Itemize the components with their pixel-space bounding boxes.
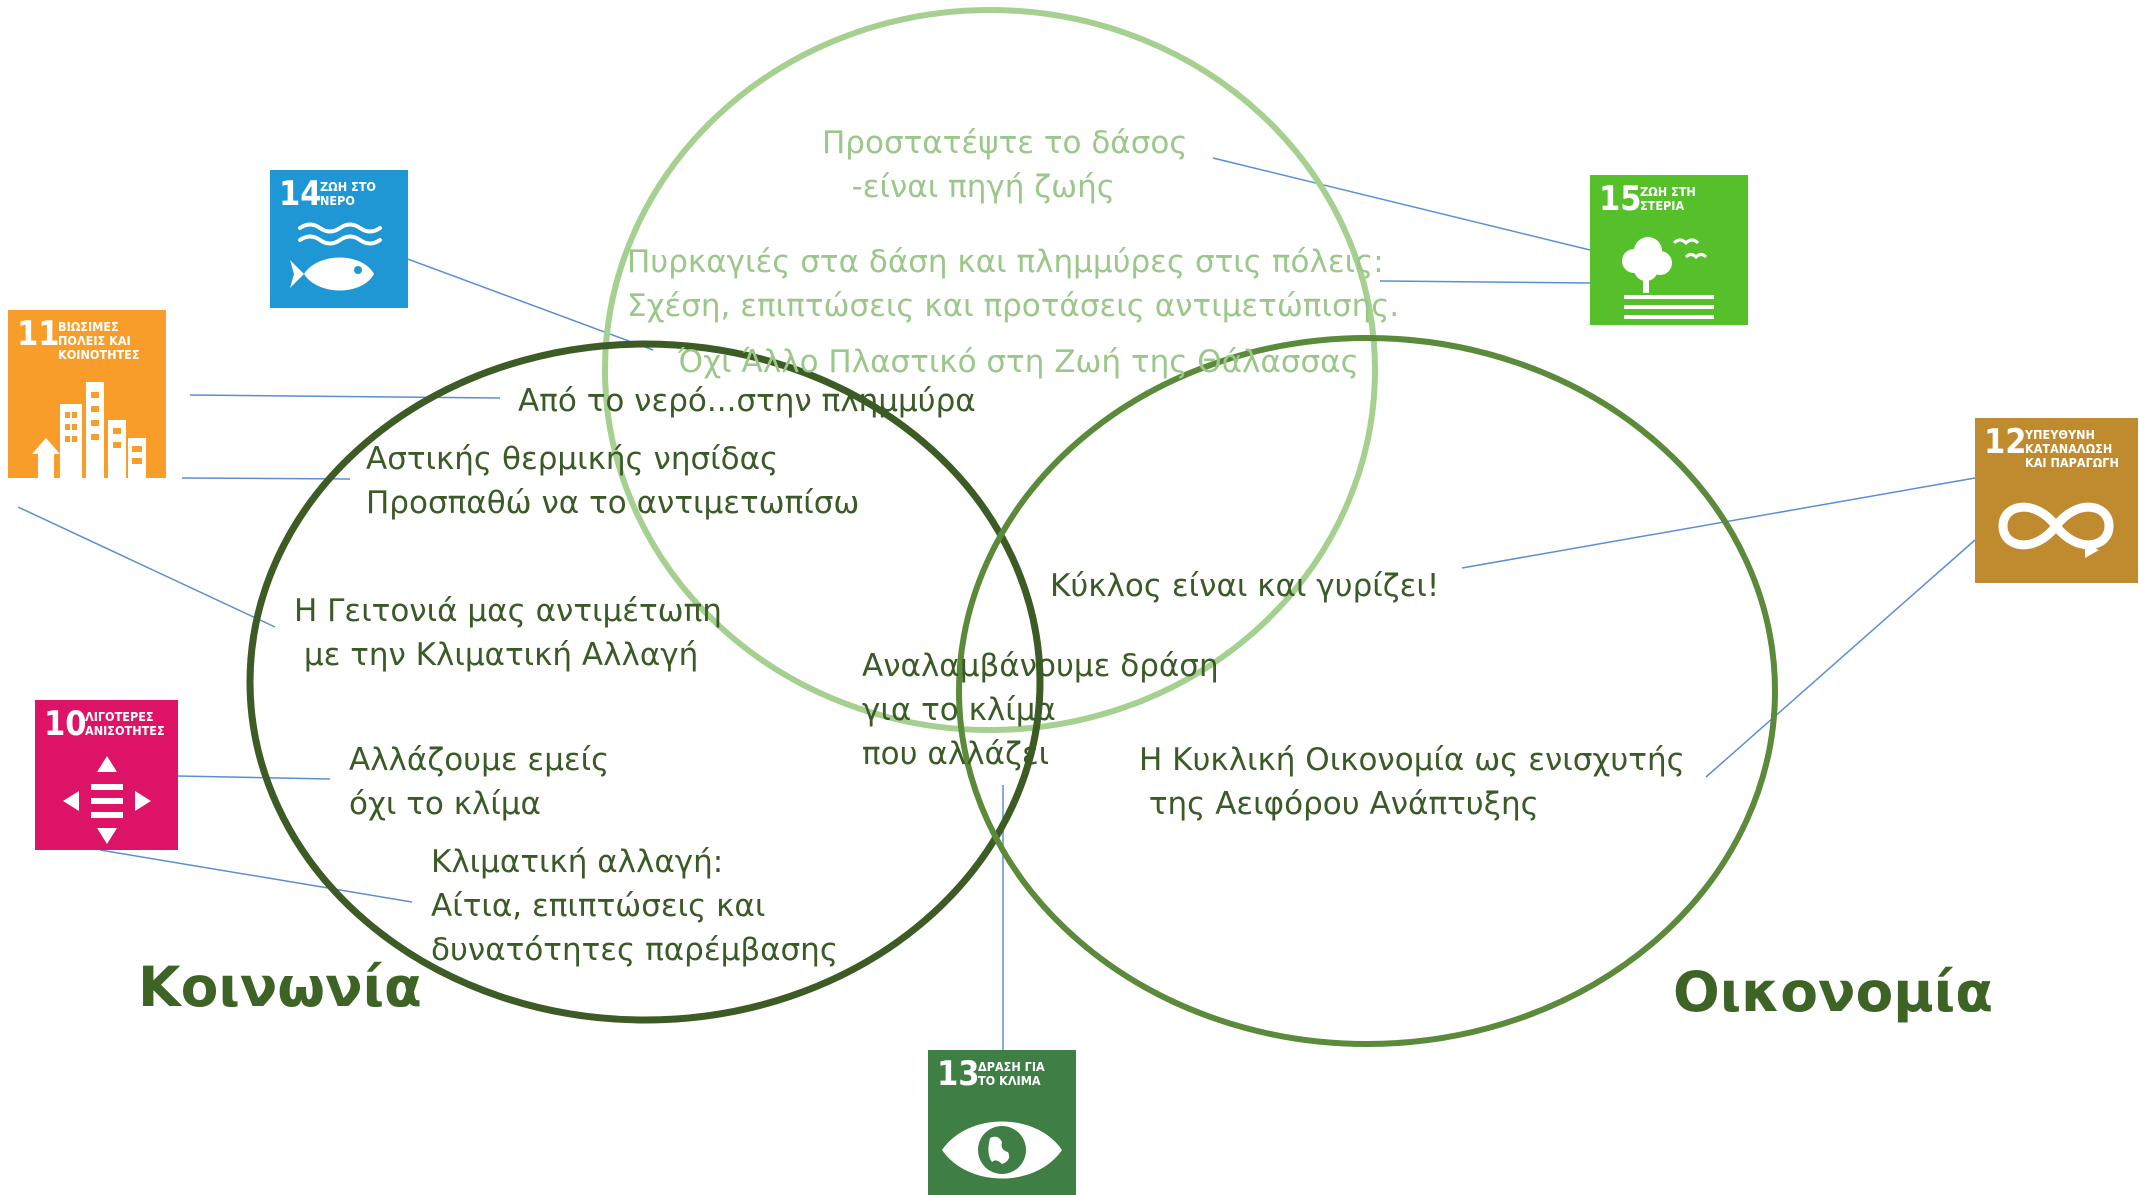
environment-circle [602, 7, 1378, 733]
connector-sdg15-fires [1379, 280, 1591, 284]
sdg14-number: 14 [279, 174, 322, 214]
society-circle [246, 340, 1044, 1024]
connector-left-neighborhood [17, 506, 276, 628]
society-label: Κοινωνία [138, 955, 422, 1019]
sdg11-number: 11 [17, 314, 60, 354]
connector-sdg11-water [189, 394, 501, 399]
sdg11-title: ΒΙΩΣΙΜΕΣ ΠΟΛΕΙΣ ΚΑΙ ΚΟΙΝΟΤΗΤΕΣ [58, 319, 140, 362]
fish-waves-icon [290, 222, 382, 291]
sdg13-number: 13 [937, 1054, 980, 1094]
sdg14-tile: 14 ΖΩΗ ΣΤΟ ΝΕΡΟ [270, 170, 408, 308]
economy-label: Οικονομία [1673, 960, 1993, 1024]
sdg10-tile: 10 ΛΙΓΟΤΕΡΕΣ ΑΝΙΣΟΤΗΤΕΣ [35, 700, 178, 850]
sdg10-title: ΛΙΓΟΤΕΡΕΣ ΑΝΙΣΟΤΗΤΕΣ [85, 709, 165, 738]
project-we-change: Αλλάζουμε εμείς όχι το κλίμα [349, 742, 610, 822]
project-heat-island: Αστικής θερμικής νησίδας Προσπαθώ να το … [366, 441, 860, 521]
project-plastic: Όχι Άλλο Πλαστικό στη Ζωή της Θάλασσας [678, 344, 1359, 380]
project-action: Αναλαμβάνουμε δράση για το κλίμα που αλλ… [862, 648, 1219, 772]
economy-circle [956, 335, 1778, 1047]
sdg14-title: ΖΩΗ ΣΤΟ ΝΕΡΟ [320, 179, 376, 208]
sdg13-tile: 13 ΔΡΑΣΗ ΓΙΑ ΤΟ ΚΛΙΜΑ [928, 1050, 1076, 1195]
connector-sdg12-cycle [1461, 477, 1976, 569]
sdg12-number: 12 [1984, 422, 2027, 462]
connector-sdg12-circular [1705, 539, 1976, 778]
sdg15-title: ΖΩΗ ΣΤΗ ΣΤΕΡΙΑ [1640, 184, 1696, 213]
project-circular: Η Κυκλική Οικονομία ως ενισχυτής της Αει… [1139, 742, 1685, 822]
tree-birds-icon [1622, 237, 1714, 319]
city-buildings-icon [32, 382, 146, 478]
equality-arrows-icon [63, 756, 151, 844]
connector-sdg10-climate [99, 849, 413, 903]
sdg10-number: 10 [44, 704, 87, 744]
sdg12-tile: 12 ΥΠΕΥΘΥΝΗ ΚΑΤΑΝΑΛΩΣΗ ΚΑΙ ΠΑΡΑΓΩΓΗ [1975, 418, 2138, 583]
project-neighborhood: Η Γειτονιά μας αντιμέτωπη με την Κλιματι… [294, 593, 722, 673]
project-climate-change: Κλιματική αλλαγή: Αίτια, επιπτώσεις και … [431, 844, 839, 968]
project-cycle: Κύκλος είναι και γυρίζει! [1050, 568, 1440, 604]
connector-sdg10-change [177, 775, 331, 780]
sdg12-title: ΥΠΕΥΘΥΝΗ ΚΑΤΑΝΑΛΩΣΗ ΚΑΙ ΠΑΡΑΓΩΓΗ [2025, 427, 2119, 470]
sdg15-number: 15 [1599, 179, 1642, 219]
sdg15-tile: 15 ΖΩΗ ΣΤΗ ΣΤΕΡΙΑ [1590, 175, 1748, 325]
connector-sdg15-forest [1212, 157, 1591, 251]
infinity-loop-icon [1998, 502, 2114, 558]
project-water: Από το νερό...στην πλημμύρα [518, 383, 976, 419]
sdg11-tile: 11 ΒΙΩΣΙΜΕΣ ΠΟΛΕΙΣ ΚΑΙ ΚΟΙΝΟΤΗΤΕΣ [8, 310, 166, 478]
project-fires: Πυρκαγιές στα δάση και πλημμύρες στις πό… [627, 244, 1400, 324]
sdg13-title: ΔΡΑΣΗ ΓΙΑ ΤΟ ΚΛΙΜΑ [978, 1059, 1045, 1088]
connector-sdg11-heat [181, 477, 351, 480]
project-forest: Προστατέψτε το δάσος -είναι πηγή ζωής [822, 125, 1188, 205]
earth-eye-icon [942, 1121, 1062, 1179]
